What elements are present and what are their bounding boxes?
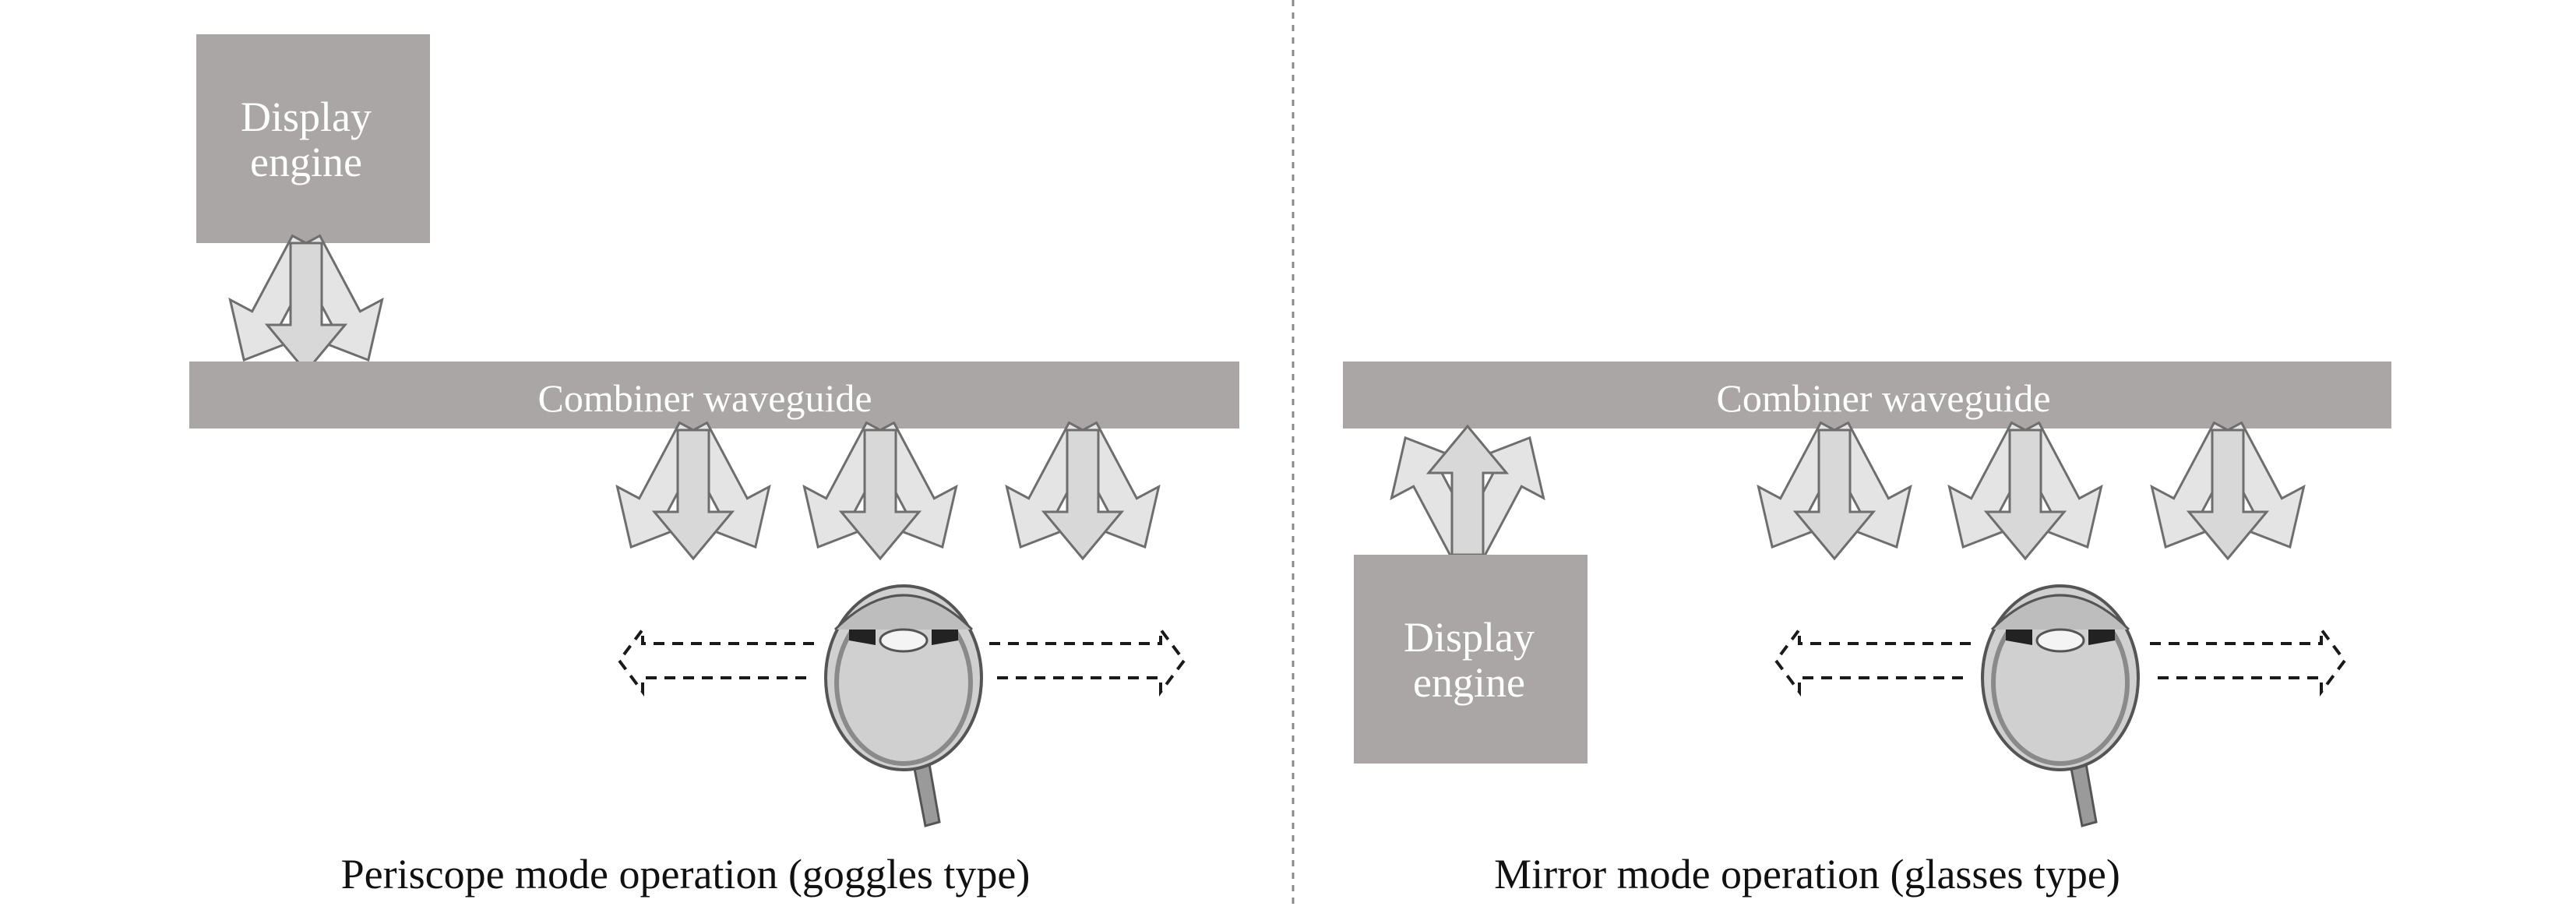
eye-icon [1982, 586, 2138, 826]
light-arrow-fan-icon [983, 410, 1182, 568]
combiner-waveguide-label: Combiner waveguide [1716, 376, 2050, 420]
double-dashed-arrow-icon [988, 628, 1186, 693]
periscope-caption: Periscope mode operation (goggles type) [341, 851, 1031, 898]
mirror-caption: Mirror mode operation (glasses type) [1494, 851, 2120, 898]
light-arrow-fan-icon [1368, 417, 1567, 575]
combiner-waveguide-label: Combiner waveguide [537, 376, 872, 420]
display-engine-block [196, 34, 430, 243]
display-engine-label-line1: Display [241, 93, 372, 140]
periscope-panel: Display engine Combiner waveguide Perisc… [189, 34, 1239, 898]
display-engine-label-line2: engine [1413, 659, 1525, 706]
double-dashed-arrow-icon [2148, 628, 2346, 693]
light-arrow-fan-icon [206, 223, 406, 381]
eye-icon [826, 586, 981, 826]
combiner-waveguide-block [1343, 362, 2391, 429]
double-dashed-arrow-icon [618, 628, 816, 693]
light-arrow-fan-icon [781, 410, 980, 568]
double-dashed-arrow-icon [1774, 628, 1972, 693]
light-arrow-fan-icon [2128, 410, 2328, 568]
combiner-waveguide-block [189, 362, 1239, 429]
light-arrow-fan-icon [594, 410, 793, 568]
display-engine-block [1354, 555, 1588, 764]
display-engine-label-line1: Display [1404, 614, 1535, 661]
light-arrow-fan-icon [1926, 410, 2125, 568]
mirror-panel: Combiner waveguide Display engine Mirror… [1343, 362, 2391, 898]
display-engine-label-line2: engine [250, 139, 362, 185]
light-arrow-fan-icon [1735, 410, 1934, 568]
